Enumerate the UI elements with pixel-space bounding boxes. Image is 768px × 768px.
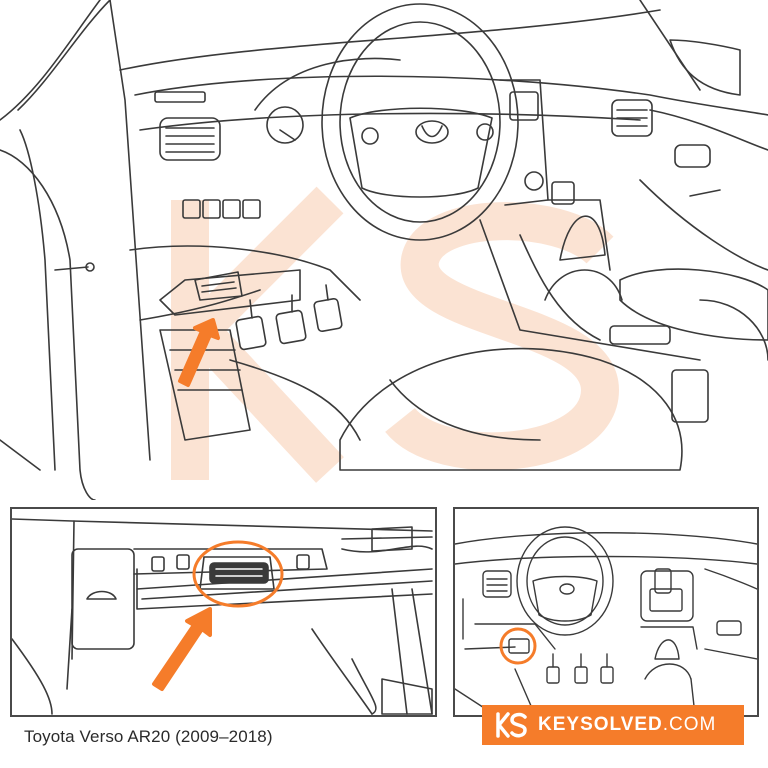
- dashboard-overview-panel: [453, 507, 759, 717]
- brand-name-text: KEYSOLVED: [538, 714, 663, 735]
- keysolved-logo-icon: [496, 712, 527, 738]
- brand-tld-text: .COM: [662, 714, 717, 735]
- zoom-pointer-arrow: [152, 607, 212, 691]
- obd-port-zoom-drawing: [12, 518, 433, 715]
- dashboard-overview-drawing: [455, 526, 757, 715]
- ks-watermark: [171, 186, 619, 483]
- main-interior-drawing: [0, 0, 768, 500]
- main-pointer-arrow: [178, 318, 220, 387]
- brand-name: KEYSOLVED.COM: [538, 714, 716, 736]
- vehicle-model-caption: Toyota Verso AR20 (2009–2018): [24, 727, 273, 746]
- overview-obd-highlight-circle: [499, 627, 537, 665]
- main-interior-illustration: [0, 0, 768, 500]
- keysolved-brand-badge: KEYSOLVED.COM: [482, 705, 744, 745]
- obd-port-zoom-panel: [10, 507, 437, 717]
- obd-port-highlight-circle: [192, 540, 284, 608]
